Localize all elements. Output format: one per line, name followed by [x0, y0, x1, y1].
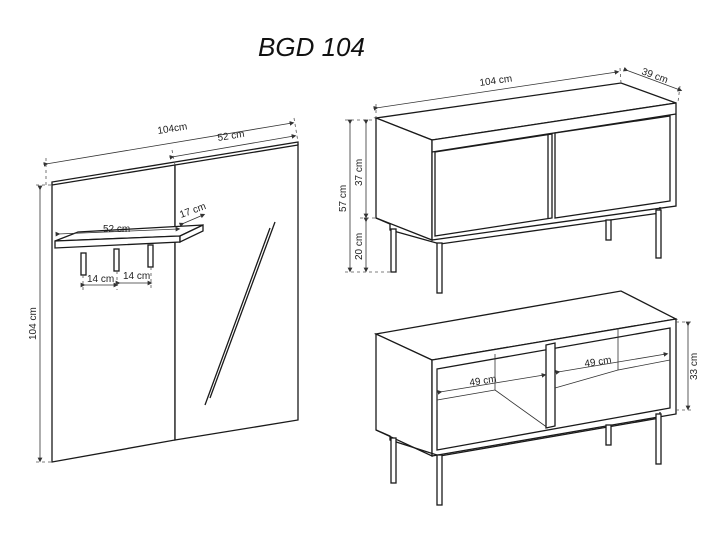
panel-width-label: 104cm: [157, 121, 188, 137]
panel-half-width-label: 52 cm: [217, 129, 246, 144]
hook-2: [113, 248, 120, 272]
cabinet-total-height-label: 57 cm: [338, 185, 349, 212]
cabinet-leg-front-left: [436, 242, 443, 294]
open-unit-leg-front-right: [655, 413, 662, 465]
sideboard-cabinet: 104 cm 39 cm 57 cm 37 cm 20 cm: [338, 66, 683, 294]
hook-1: [80, 252, 87, 276]
panel-height-label: 104 cm: [28, 307, 39, 340]
cabinet-depth-label: 39 cm: [640, 66, 669, 86]
wall-panel: 104cm 52 cm 104 cm 52 cm 17 cm 14 cm 14 …: [28, 117, 299, 463]
hook-spacing-label-1: 14 cm: [87, 274, 114, 285]
compartment-2-width-label: 49 cm: [584, 355, 613, 370]
cabinet-width-label: 104 cm: [479, 74, 513, 89]
diagram-title: BGD 104: [258, 32, 365, 62]
sliding-door-right: [554, 115, 671, 219]
open-unit-leg-front-left: [436, 454, 443, 506]
hook-3: [147, 244, 154, 268]
panel-left-half: [51, 164, 176, 463]
open-unit-leg-back-left: [390, 437, 397, 484]
cabinet-leg-back-left: [390, 228, 397, 273]
open-unit-leg-back-right: [605, 424, 612, 446]
hook-spacing-label-2: 14 cm: [123, 271, 150, 282]
open-unit-divider: [545, 342, 556, 429]
open-shelf-unit: 49 cm 49 cm 33 cm: [373, 290, 700, 506]
cabinet-legs-height-label: 20 cm: [354, 233, 365, 260]
inner-height-label: 33 cm: [689, 353, 700, 380]
sliding-door-left: [434, 133, 553, 237]
cabinet-leg-front-right: [655, 209, 662, 259]
cabinet-body-height-label: 37 cm: [354, 159, 365, 186]
shelf-width-label: 52 cm: [103, 224, 130, 235]
cabinet-leg-back-right: [605, 219, 612, 241]
panel-right-half: [174, 144, 299, 441]
compartment-1-width-label: 49 cm: [469, 374, 498, 389]
mirror-reflection-line: [204, 227, 271, 406]
